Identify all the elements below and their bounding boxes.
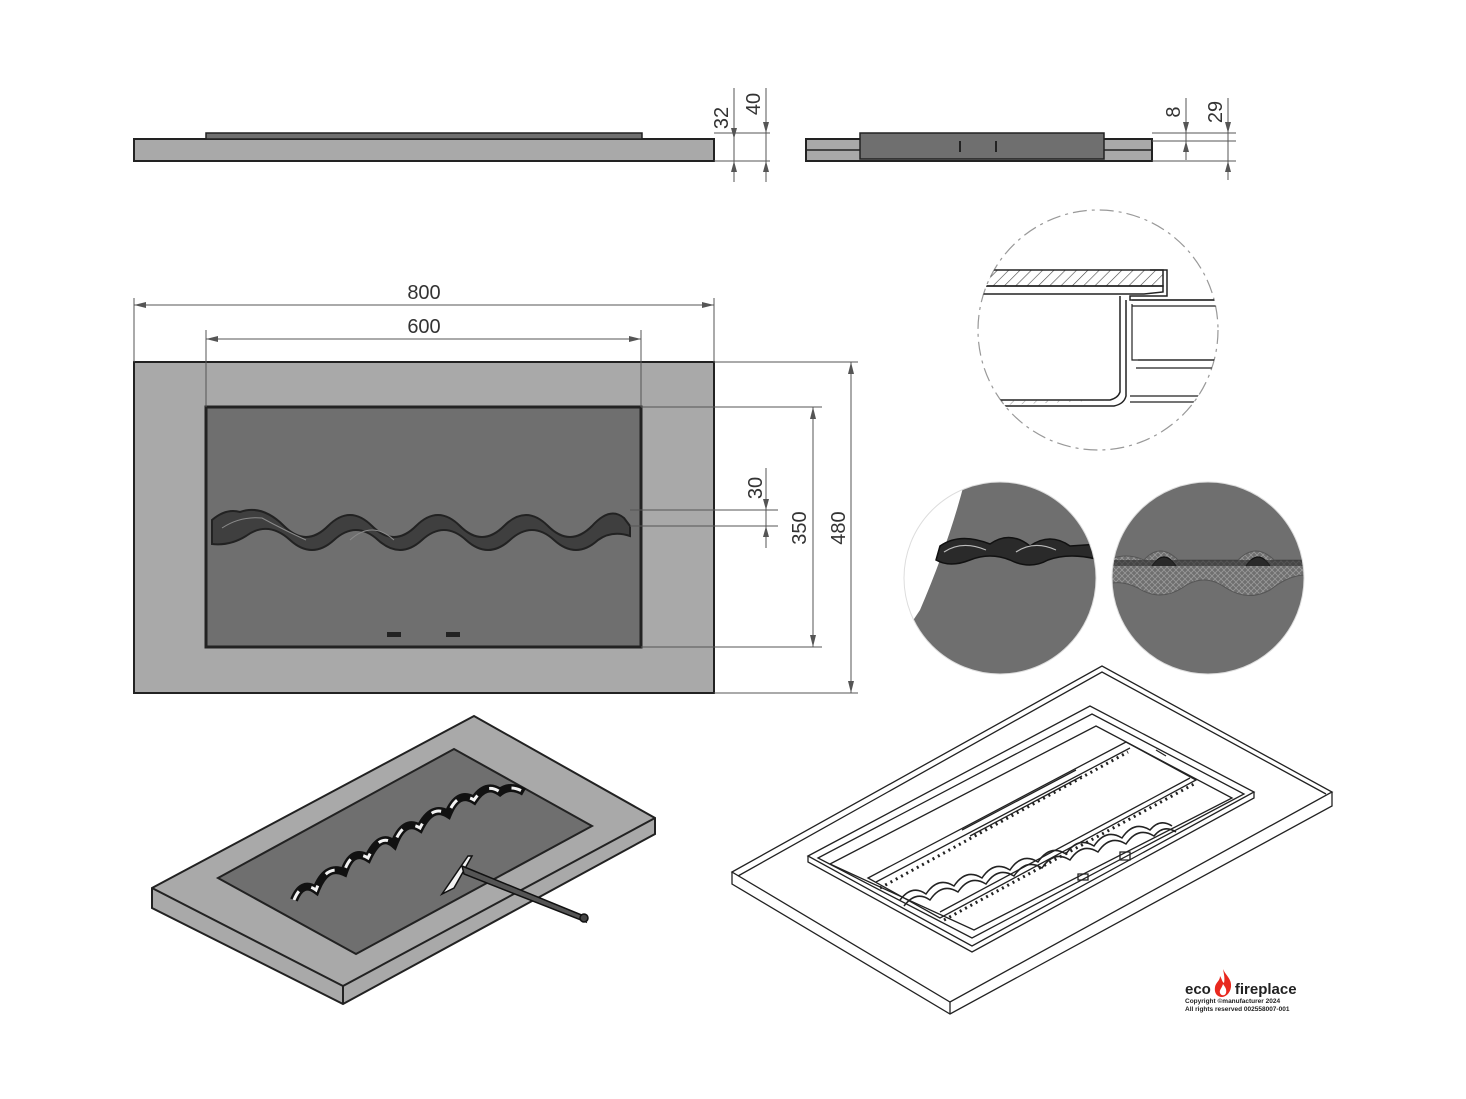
- dim-40: 40: [743, 93, 765, 115]
- flame-icon: [1214, 969, 1231, 997]
- dim-30: 30: [745, 477, 767, 499]
- dim-480: 480: [828, 511, 850, 544]
- isometric-view-solid: [151, 714, 656, 1006]
- detail-wave-right: [1111, 481, 1305, 675]
- front-view: [133, 298, 858, 694]
- dim-800: 800: [407, 282, 440, 304]
- dim-350: 350: [789, 511, 811, 544]
- isometric-view-wireframe: [730, 665, 1334, 1015]
- detail-wave-left: [903, 481, 1097, 675]
- dim-600: 600: [407, 316, 440, 338]
- side-view-long: [133, 88, 770, 182]
- logo-copyright: Copyright ©manufacturer 2024: [1185, 998, 1281, 1005]
- logo-brand-right: fireplace: [1234, 981, 1297, 998]
- logo-brand-left: eco: [1185, 981, 1211, 998]
- logo-rights: All rights reserved 002558007-001: [1185, 1006, 1290, 1013]
- dim-8: 8: [1163, 106, 1185, 117]
- dim-29: 29: [1205, 101, 1227, 123]
- dim-32: 32: [711, 107, 733, 129]
- eco-fireplace-logo: eco fireplace Copyright ©manufacturer 20…: [1185, 968, 1335, 1014]
- detail-cross-section: [977, 209, 1219, 451]
- side-view-short: [805, 98, 1236, 180]
